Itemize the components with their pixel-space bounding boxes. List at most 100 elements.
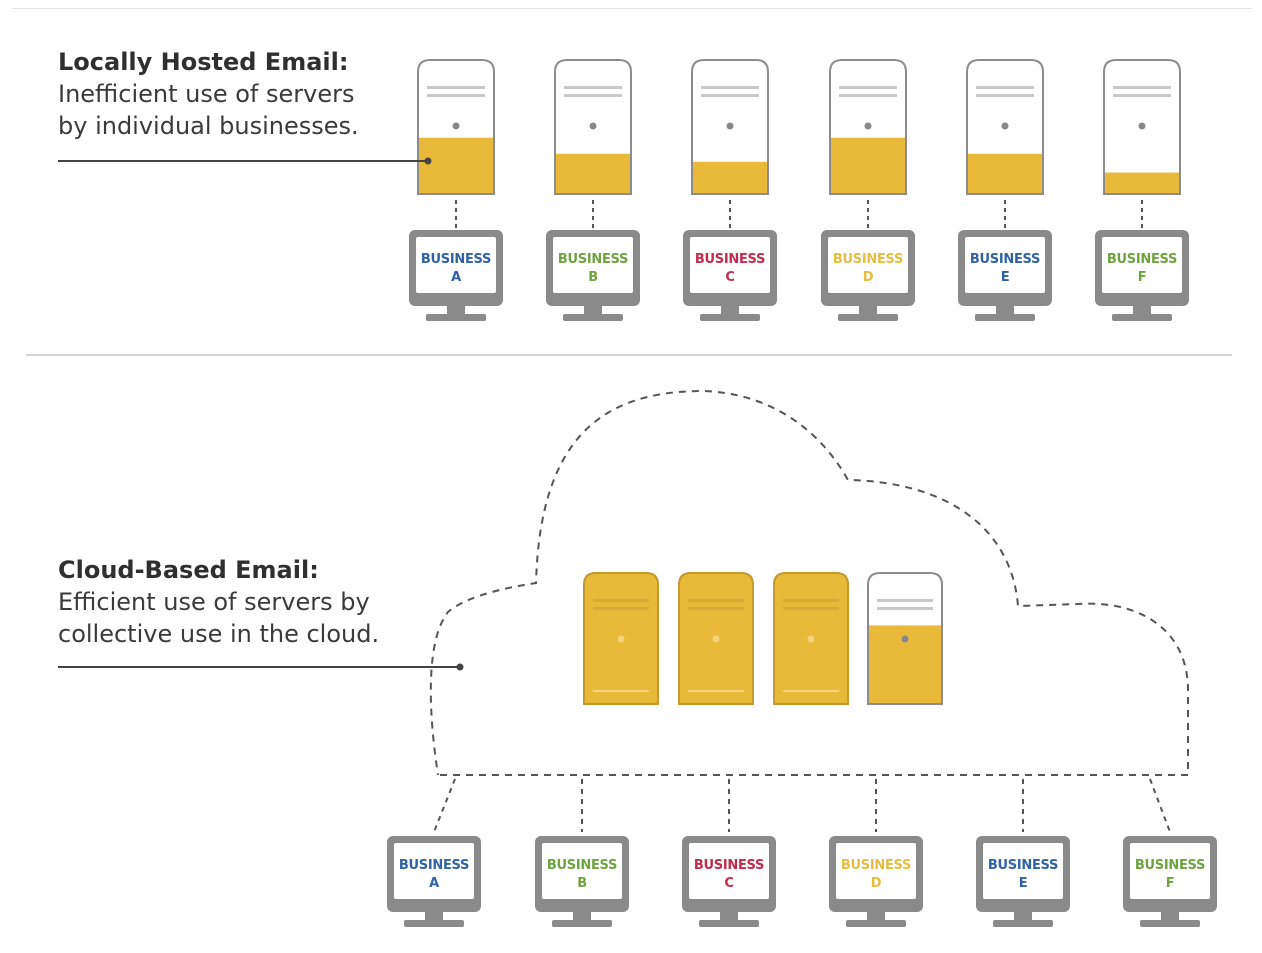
server-slot-line xyxy=(688,599,744,602)
server-slot-line xyxy=(688,607,744,610)
business-word: BUSINESS xyxy=(694,858,764,873)
server-led xyxy=(1001,122,1009,130)
server-led xyxy=(617,635,625,643)
local-server-b xyxy=(554,59,632,195)
cloud-server-2 xyxy=(678,572,754,705)
monitor-screen xyxy=(542,843,622,899)
server-slot-line xyxy=(427,86,485,89)
server-led xyxy=(712,635,720,643)
server-led xyxy=(901,635,909,643)
server-slot-line xyxy=(783,607,839,610)
monitor-screen xyxy=(983,843,1063,899)
local-server-f xyxy=(1103,59,1181,195)
server-slot-line xyxy=(976,86,1034,89)
business-letter: A xyxy=(451,270,461,285)
local-server-a xyxy=(417,59,495,195)
monitor-screen xyxy=(1130,843,1210,899)
monitor-screen xyxy=(836,843,916,899)
business-word: BUSINESS xyxy=(988,858,1058,873)
monitor-stand xyxy=(699,920,759,927)
cloud-desc-line2: collective use in the cloud. xyxy=(58,620,380,648)
server-slot-line xyxy=(839,86,897,89)
business-letter: F xyxy=(1166,876,1175,891)
monitor-stand xyxy=(404,920,464,927)
business-letter: C xyxy=(725,270,734,285)
local-pointer-dot xyxy=(424,157,432,165)
local-monitor-c: BUSINESS C xyxy=(683,230,777,321)
monitor-neck xyxy=(1161,912,1179,921)
server-slot-line xyxy=(593,607,649,610)
business-word: BUSINESS xyxy=(841,858,911,873)
local-server-d xyxy=(829,59,907,195)
business-word: BUSINESS xyxy=(421,252,491,267)
business-word: BUSINESS xyxy=(1107,252,1177,267)
monitor-screen xyxy=(690,237,770,293)
server-base-line xyxy=(593,690,649,692)
local-monitor-d: BUSINESS D xyxy=(821,230,915,321)
monitor-screen xyxy=(689,843,769,899)
cloud-server-1 xyxy=(583,572,659,705)
monitor-stand xyxy=(975,314,1035,321)
cloud-monitor-e: BUSINESS E xyxy=(976,836,1070,927)
server-slot-line xyxy=(783,599,839,602)
cloud-monitor-c: BUSINESS C xyxy=(682,836,776,927)
local-server-e xyxy=(966,59,1044,195)
server-led xyxy=(452,122,460,130)
monitor-screen xyxy=(394,843,474,899)
monitor-stand xyxy=(846,920,906,927)
server-slot-line xyxy=(1113,86,1171,89)
monitor-neck xyxy=(867,912,885,921)
cloud-connector xyxy=(1149,778,1171,833)
local-desc-line2: by individual businesses. xyxy=(58,112,359,140)
monitor-stand xyxy=(838,314,898,321)
server-slot-line xyxy=(877,607,933,610)
cloud-server-4 xyxy=(867,572,943,705)
business-word: BUSINESS xyxy=(970,252,1040,267)
server-slot-line xyxy=(564,94,622,97)
server-led xyxy=(864,122,872,130)
business-letter: C xyxy=(724,876,733,891)
server-slot-line xyxy=(593,599,649,602)
business-letter: E xyxy=(1019,876,1028,891)
business-letter: D xyxy=(863,270,874,285)
section-divider xyxy=(26,354,1232,356)
server-usage-fill xyxy=(556,153,630,193)
monitor-stand xyxy=(563,314,623,321)
monitor-neck xyxy=(721,306,739,315)
monitor-screen xyxy=(965,237,1045,293)
local-label: Locally Hosted Email: Inefficient use of… xyxy=(58,46,359,142)
monitor-neck xyxy=(447,306,465,315)
monitor-screen xyxy=(1102,237,1182,293)
server-base-line xyxy=(688,690,744,692)
business-word: BUSINESS xyxy=(399,858,469,873)
business-word: BUSINESS xyxy=(833,252,903,267)
monitor-neck xyxy=(720,912,738,921)
local-server-c xyxy=(691,59,769,195)
local-monitor-a: BUSINESS A xyxy=(409,230,503,321)
server-slot-line xyxy=(564,86,622,89)
monitor-screen xyxy=(553,237,633,293)
cloud-server-3 xyxy=(773,572,849,705)
business-letter: A xyxy=(429,876,439,891)
local-title: Locally Hosted Email: xyxy=(58,48,349,76)
monitor-stand xyxy=(1140,920,1200,927)
business-letter: D xyxy=(871,876,882,891)
server-usage-fill xyxy=(968,153,1042,193)
business-word: BUSINESS xyxy=(558,252,628,267)
monitor-stand xyxy=(552,920,612,927)
server-usage-fill xyxy=(831,137,905,193)
server-slot-line xyxy=(701,94,759,97)
monitor-neck xyxy=(1014,912,1032,921)
server-slot-line xyxy=(427,94,485,97)
server-led xyxy=(807,635,815,643)
monitor-neck xyxy=(584,306,602,315)
business-word: BUSINESS xyxy=(695,252,765,267)
server-led xyxy=(589,122,597,130)
cloud-pointer-dot xyxy=(456,663,464,671)
monitor-screen xyxy=(828,237,908,293)
cloud-connector xyxy=(433,778,456,833)
server-usage-fill xyxy=(693,161,767,193)
monitor-neck xyxy=(996,306,1014,315)
monitor-stand xyxy=(1112,314,1172,321)
